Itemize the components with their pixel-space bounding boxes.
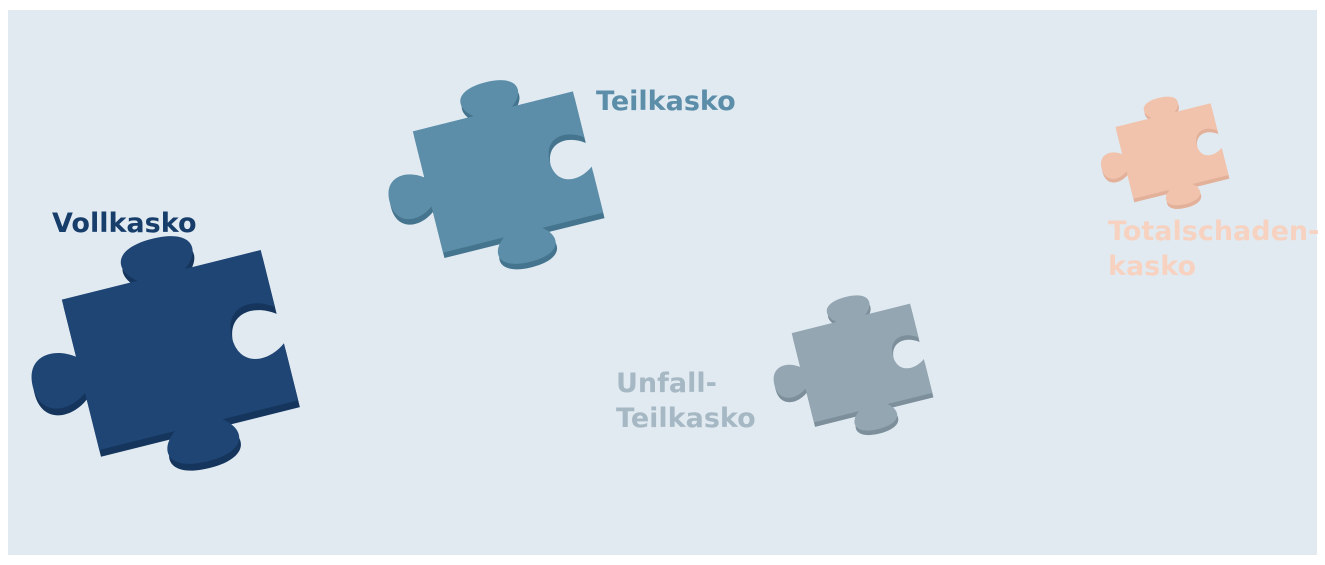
totalschadenkasko-label: Totalschaden- kasko — [1108, 214, 1319, 284]
unfall-teilkasko-label-line1: Unfall- — [616, 368, 717, 399]
unfall-teilkasko-label: Unfall- Teilkasko — [616, 366, 756, 436]
teilkasko-piece — [367, 62, 612, 297]
vollkasko-label: Vollkasko — [52, 208, 197, 239]
unfall-teilkasko-piece — [757, 282, 939, 456]
totalschadenkasko-label-line2: kasko — [1108, 251, 1197, 282]
totalschadenkasko-label-line1: Totalschaden- — [1108, 216, 1320, 247]
vollkasko-piece — [5, 213, 309, 505]
unfall-teilkasko-label-line2: Teilkasko — [616, 403, 756, 434]
teilkasko-label: Teilkasko — [596, 86, 736, 117]
totalschadenkasko-piece — [1088, 86, 1234, 226]
